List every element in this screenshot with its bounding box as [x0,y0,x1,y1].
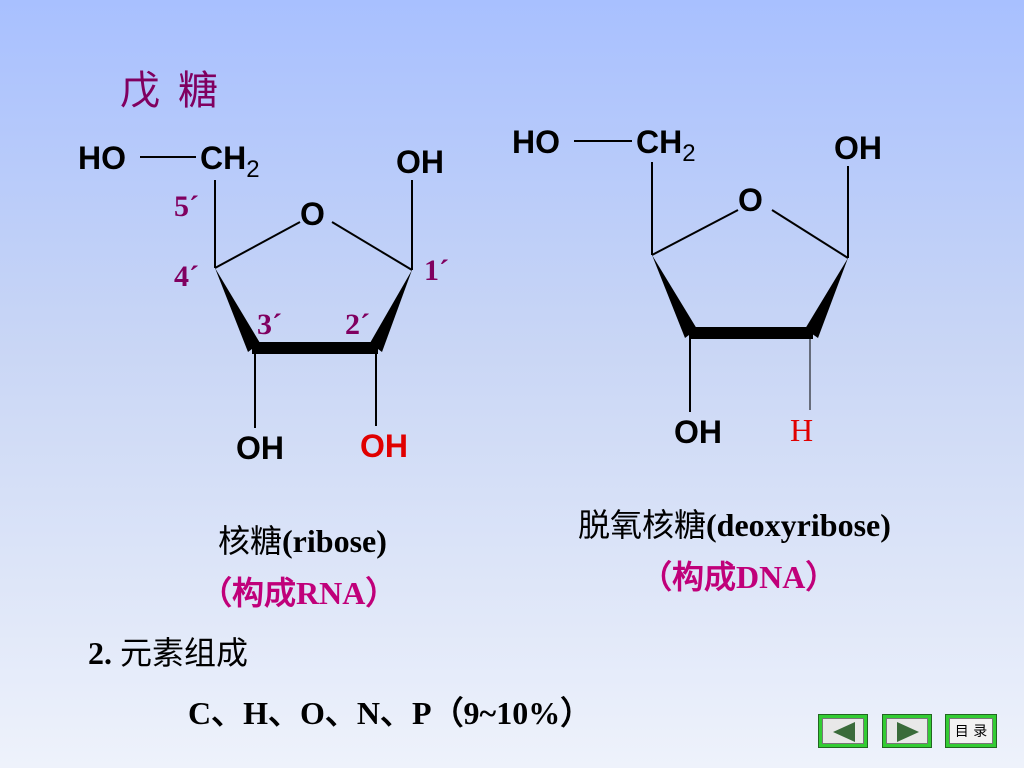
ribose-caption: 核糖(ribose) [218,523,387,559]
ribose-c4-c3-wedge [215,268,260,352]
ribose-carbon-label-2: 2´ [345,308,370,341]
element-composition: C、H、O、N、P（9~10%） [188,695,593,731]
ribose-carbon-label-5: 5´ [174,190,199,223]
ribose-carbon-label-1: 1´ [424,254,449,287]
ribose-c2-oh: OH [360,428,408,464]
deoxy-c3-oh: OH [674,414,722,450]
deoxy-ring-oxygen: O [738,182,763,218]
ribose-c3-oh: OH [236,430,284,466]
menu-label: 目 录 [949,718,993,744]
triangle-left-icon [833,722,855,742]
deoxy-c4-c3-wedge [652,255,697,338]
deoxy-ho-label: HO [512,124,560,160]
ribose-ch2-label: CH2 [200,140,260,183]
deoxy-c2-h: H [790,412,814,448]
ribose-c1-oh: OH [396,144,444,180]
deoxy-o-c1-bond [771,209,849,259]
ribose-c4-o-bond [214,221,301,269]
ribose-ring-oxygen: O [300,196,325,232]
deoxy-c3-c2-bold-bond [689,327,813,339]
deoxyribose-caption: 脱氧核糖(deoxyribose) [578,507,891,543]
ribose-carbon-label-3: 3´ [257,308,282,341]
next-slide-button[interactable] [882,714,932,748]
previous-slide-button[interactable] [818,714,868,748]
section-heading: 2. 元素组成 [88,635,249,671]
ribose-note: （构成RNA） [200,575,398,611]
page-title: 戊 糖 [120,68,222,113]
table-of-contents-button[interactable]: 目 录 [945,714,997,748]
ribose-o-c1-bond [331,221,413,271]
deoxy-ch2-label: CH2 [636,124,696,167]
ribose-carbon-label-4: 4´ [174,260,199,293]
triangle-right-icon [897,722,919,742]
ribose-ho-label: HO [78,140,126,176]
deoxy-c1-oh: OH [834,130,882,166]
ribose-c2-c1-wedge [370,270,412,352]
deoxyribose-note: （构成DNA） [640,559,838,595]
ribose-c3-c2-bold-bond [252,342,378,354]
deoxyribose-structure [574,140,849,412]
ribose-structure [140,156,413,428]
deoxy-c2-c1-wedge [805,258,848,338]
deoxy-c4-o-bond [651,209,739,256]
